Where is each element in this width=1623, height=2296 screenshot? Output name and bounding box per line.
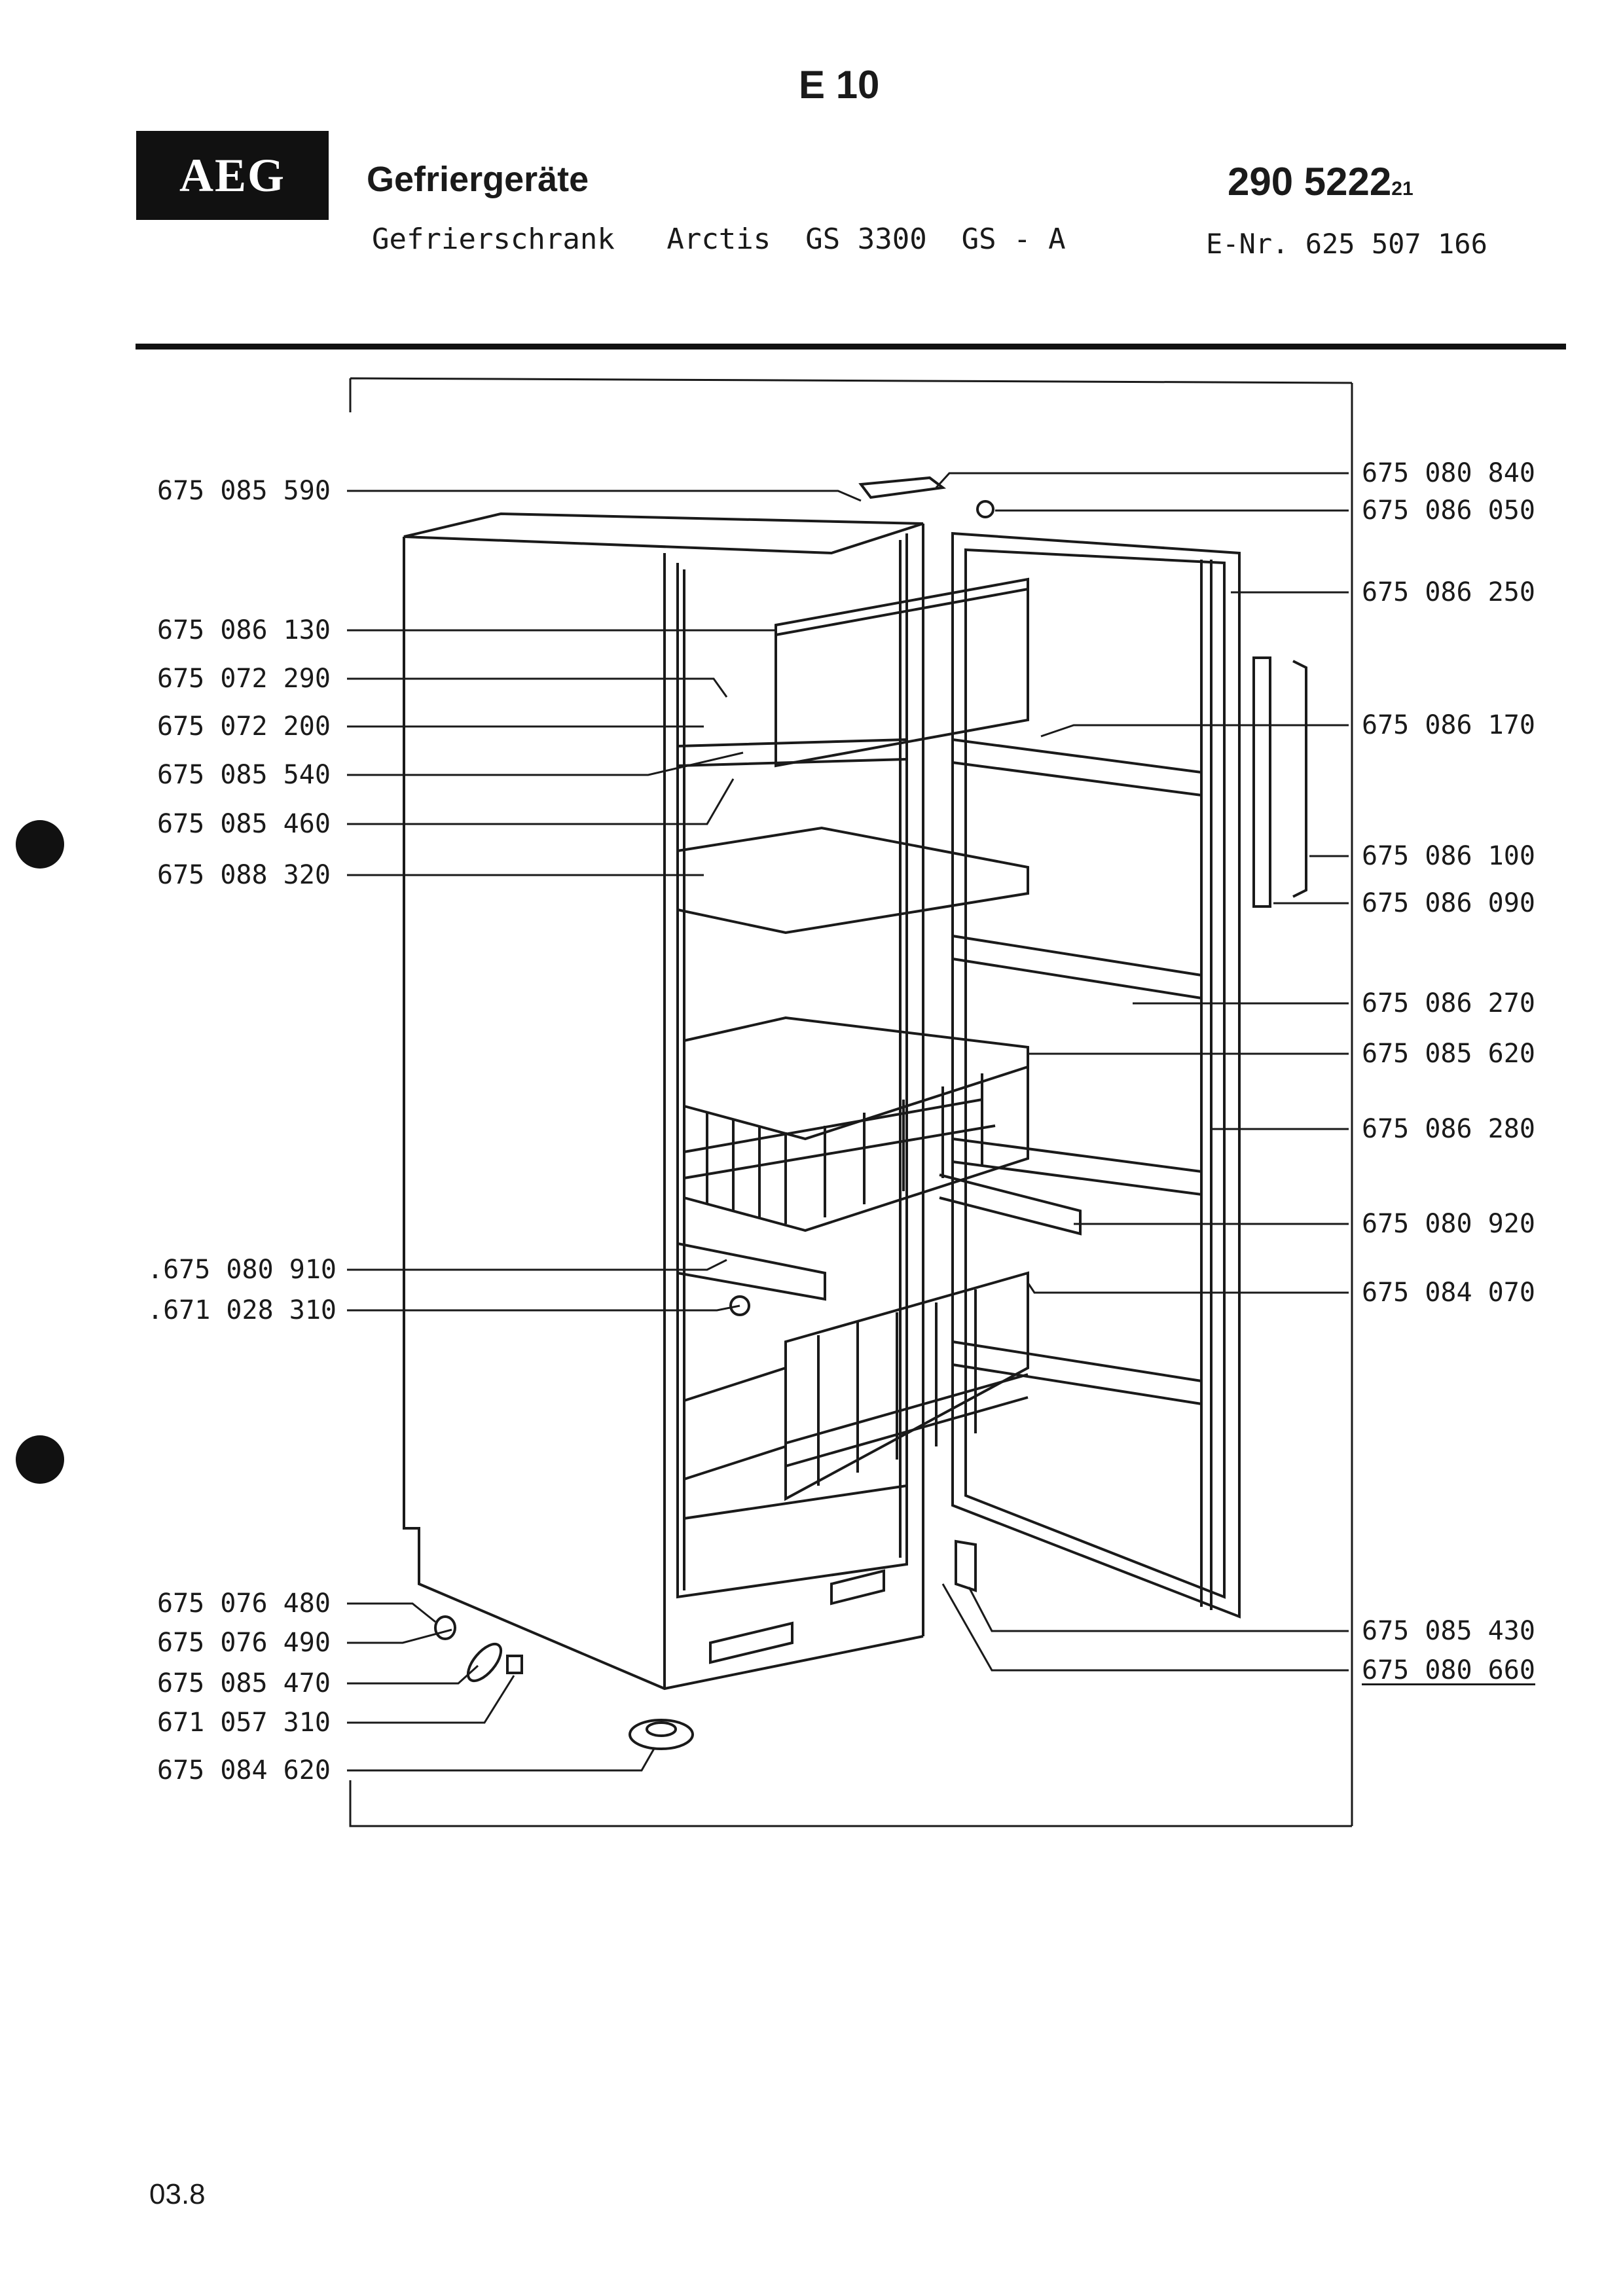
part-number-right: 675 084 070 [1362, 1278, 1535, 1308]
part-number-left: .675 080 910 [147, 1255, 337, 1285]
part-number-left: 675 088 320 [157, 860, 331, 890]
revision-date: 03.8 [149, 2178, 206, 2210]
document-number-main: 290 5222 [1228, 160, 1392, 204]
drawing-frame [349, 377, 1353, 1827]
part-number-right: 675 086 170 [1362, 710, 1535, 740]
part-number-right: 675 086 270 [1362, 988, 1535, 1018]
part-number-left: 675 076 480 [157, 1588, 331, 1619]
freezer-basket [683, 1016, 1029, 1232]
part-number-right: 675 086 100 [1362, 841, 1535, 871]
cabinet-side [403, 537, 924, 1691]
part-number-right: 675 086 090 [1362, 888, 1535, 918]
model-subtitle: Gefrierschrank Arctis GS 3300 GS - A [372, 223, 1066, 256]
part-number-right: 675 085 430 [1362, 1616, 1535, 1646]
part-number-left: 675 076 490 [157, 1628, 331, 1658]
part-number-right: 675 080 660 [1362, 1655, 1535, 1685]
part-number-left: 675 085 540 [157, 760, 331, 790]
freezer-flap [775, 577, 1029, 768]
sheet-code: E 10 [799, 63, 880, 107]
part-number-left: 675 085 590 [157, 476, 331, 506]
part-number-left: 675 086 130 [157, 615, 331, 645]
part-number-left: 675 085 460 [157, 809, 331, 839]
top-hinge [858, 476, 947, 499]
part-number-left: 675 072 290 [157, 664, 331, 694]
category-title: Gefriergeräte [367, 160, 589, 199]
part-number-right: 675 080 840 [1362, 458, 1535, 488]
glass-shelf [676, 826, 1029, 935]
punch-hole [16, 820, 64, 869]
cabinet-top [403, 512, 924, 555]
punch-hole [16, 1435, 64, 1484]
e-number: E-Nr. 625 507 166 [1206, 228, 1487, 260]
cabinet-front-inner [676, 533, 908, 1599]
brand-label: AEG [179, 149, 286, 202]
document-number-suffix: 21 [1391, 178, 1413, 200]
part-number-right: 675 086 050 [1362, 495, 1535, 526]
part-number-right: 675 085 620 [1362, 1039, 1535, 1069]
door-handle [1252, 656, 1271, 908]
cabinet-front-outer [663, 524, 924, 1689]
part-number-left: .671 028 310 [147, 1295, 337, 1325]
part-number-right: 675 080 920 [1362, 1209, 1535, 1239]
part-number-left: 675 072 200 [157, 711, 331, 742]
door [951, 531, 1241, 1619]
header-rule [136, 344, 1566, 350]
part-number-left: 675 085 470 [157, 1668, 331, 1698]
part-number-right: 675 086 250 [1362, 577, 1535, 607]
part-number-right: 675 086 280 [1362, 1114, 1535, 1144]
document-number: 290 522221 [1228, 159, 1413, 204]
bottom-hinge [955, 1539, 977, 1592]
part-number-left: 675 084 620 [157, 1755, 331, 1785]
aeg-logo: AEG [136, 131, 329, 220]
part-number-left: 671 057 310 [157, 1708, 331, 1738]
